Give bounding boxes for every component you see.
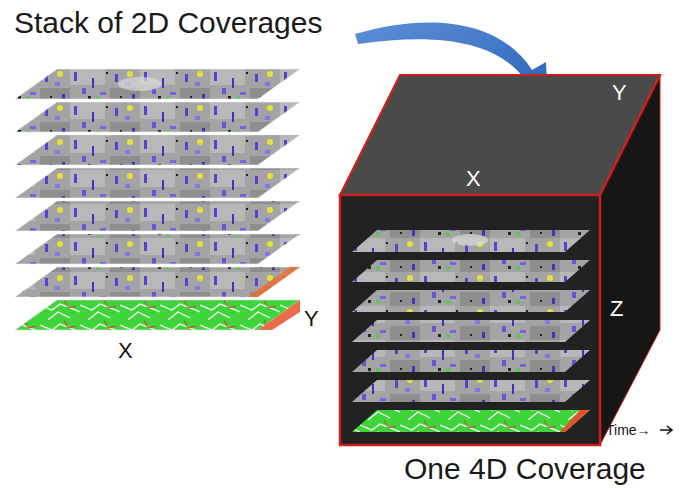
axis-label: X [118, 338, 133, 363]
axis-label: Y [304, 306, 319, 331]
axis-label: Z [610, 296, 623, 321]
time-label: Time→ [606, 422, 651, 438]
stack-title: Stack of 2D Coverages [14, 6, 322, 41]
axis-label: X [466, 166, 481, 191]
axis-label: Y [612, 80, 627, 105]
cube-caption: One 4D Coverage [404, 452, 646, 487]
